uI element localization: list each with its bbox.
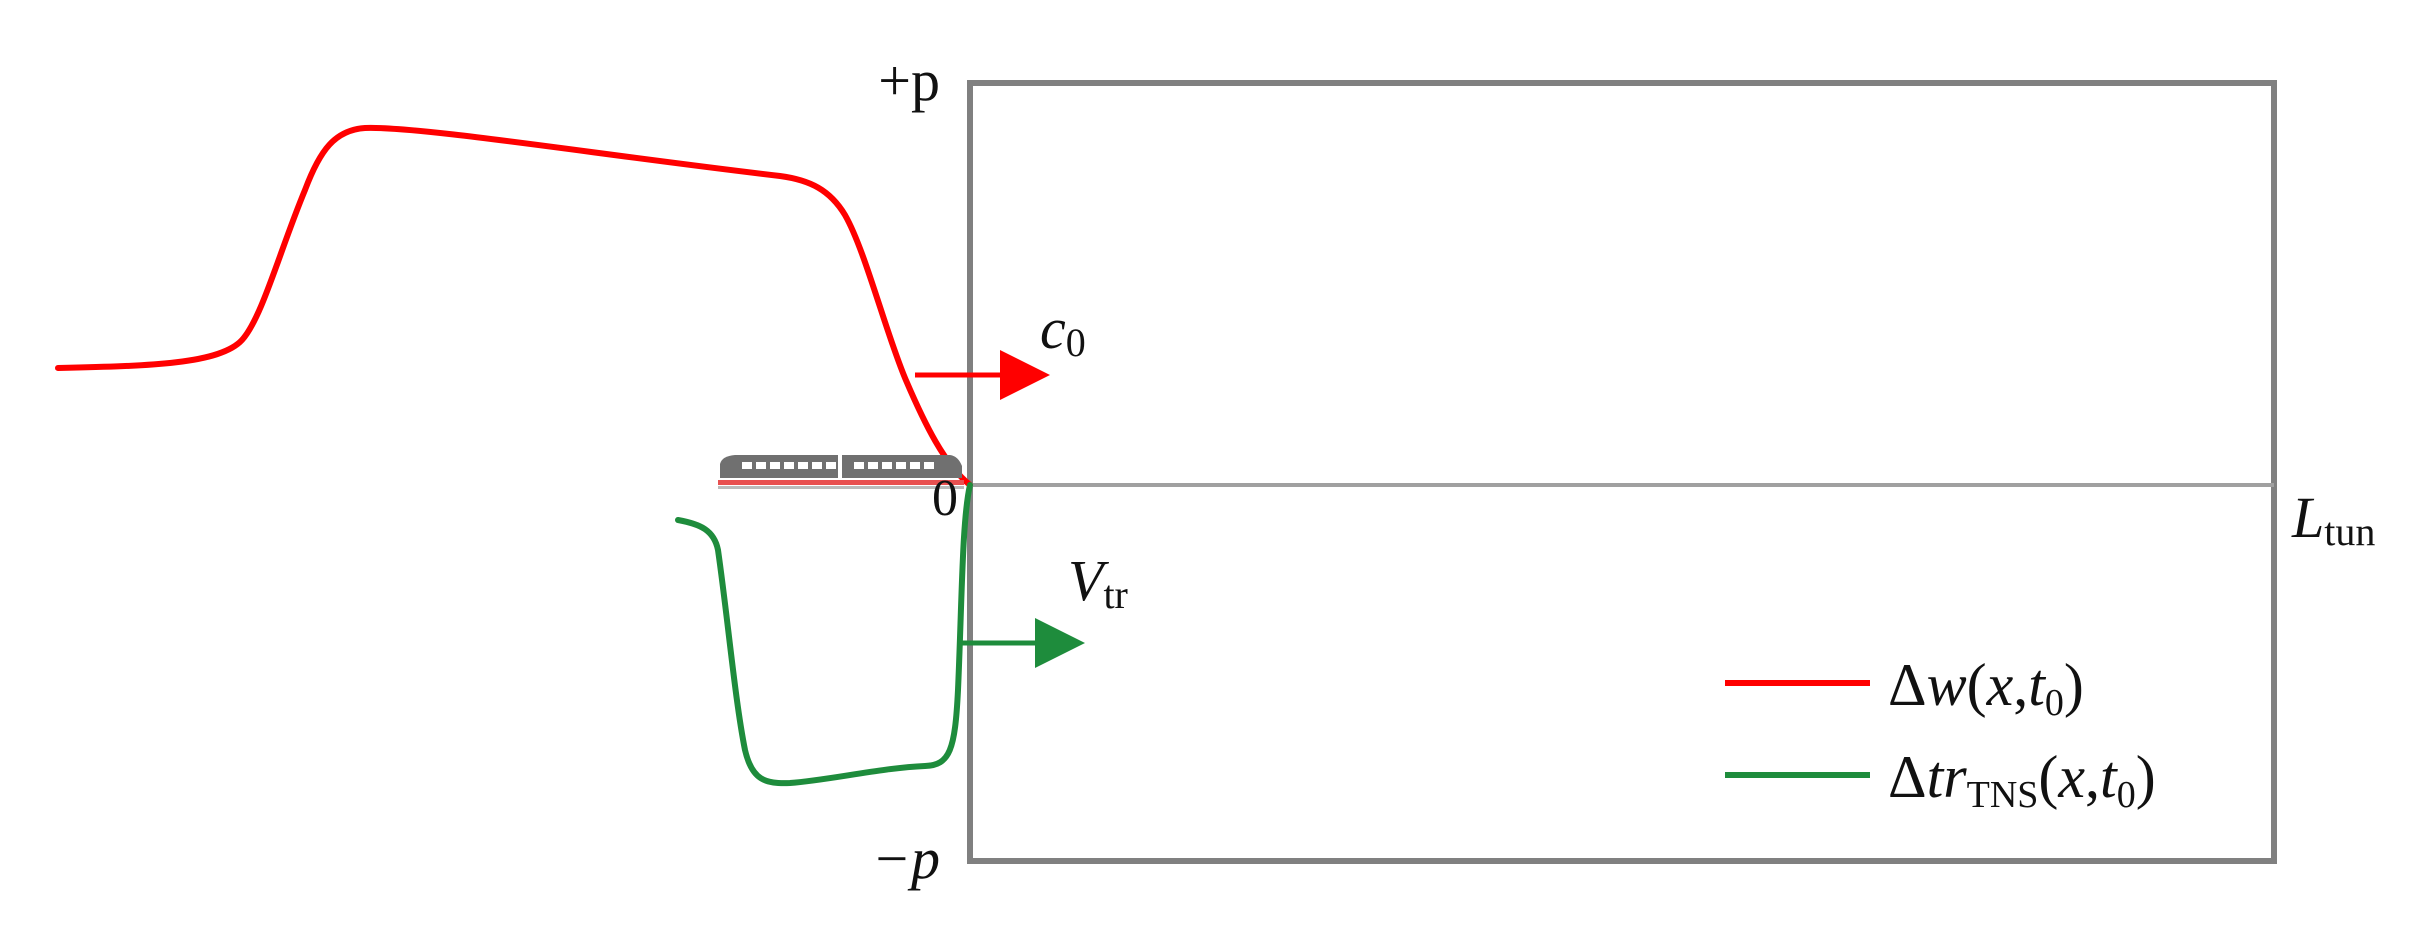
origin-text: 0	[932, 470, 958, 527]
train-speed-label: Vtr	[1068, 548, 1128, 617]
y-top-label: +p	[878, 48, 940, 113]
x-end-label: Ltun	[2291, 485, 2375, 554]
train-speed-sub: tr	[1103, 572, 1127, 617]
wave-speed-sub: 0	[1066, 320, 1086, 365]
legend-label-train: ΔtrTNS(x,t0)	[1888, 744, 2156, 816]
train-icon	[718, 455, 964, 489]
tunnel-frame	[967, 80, 2277, 864]
y-bottom-label: −p	[872, 826, 940, 891]
legend-label-pressure: Δw(x,t0)	[1888, 652, 2084, 724]
y-bottom-text: −p	[872, 826, 940, 891]
wave-speed-label: c0	[1040, 296, 1086, 365]
y-top-text: +p	[878, 48, 940, 113]
x-end-main: L	[2291, 485, 2324, 550]
train-signal-curve	[675, 482, 973, 787]
wave-speed-main: c	[1040, 296, 1066, 361]
legend: Δw(x,t0) ΔtrTNS(x,t0)	[1725, 652, 2156, 816]
train-speed-main: V	[1068, 548, 1110, 613]
origin-label: 0	[932, 470, 958, 527]
x-end-sub: tun	[2324, 509, 2375, 554]
pressure-wave-curve	[55, 124, 973, 488]
